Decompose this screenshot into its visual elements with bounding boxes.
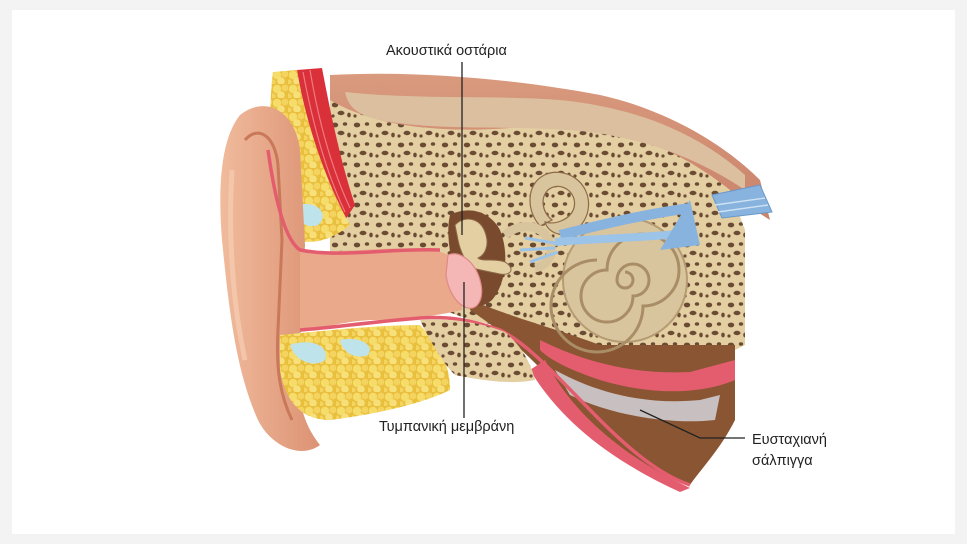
- label-eustachian-tube: Ευσταχιανή σάλπιγγα: [752, 430, 827, 472]
- label-eustachian-line1: Ευσταχιανή: [752, 430, 827, 451]
- label-eardrum: Τυμπανική μεμβράνη: [379, 417, 514, 437]
- label-ossicles: Ακουστικά οστάρια: [386, 41, 507, 61]
- fat-tissue-lower: [280, 325, 450, 420]
- label-eustachian-line2: σάλπιγγα: [752, 451, 827, 472]
